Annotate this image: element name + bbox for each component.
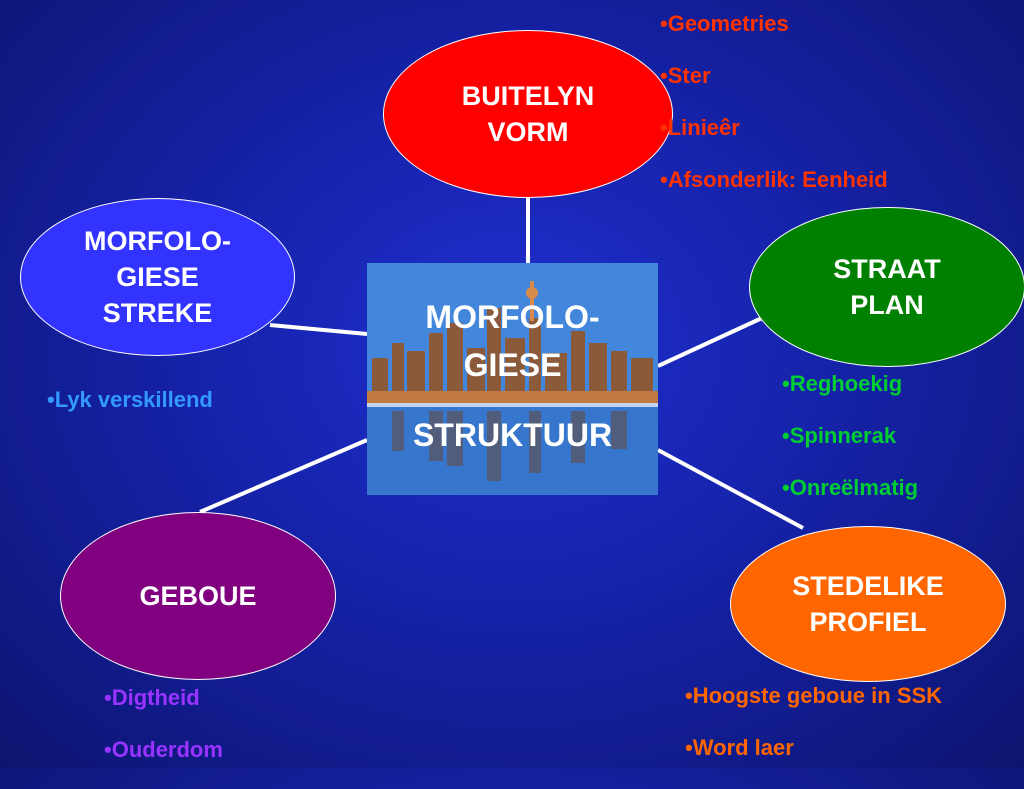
bullets-stedelike-profiel: Hoogste geboue in SSK Word laer: [685, 683, 942, 787]
node-morfologiese-streke-label: MORFOLO- GIESE STREKE: [84, 226, 231, 328]
node-straat-plan-label: STRAAT PLAN: [833, 254, 941, 320]
connector-geboue: [199, 438, 368, 514]
bullet-item: Afsonderlik: Eenheid: [660, 167, 888, 193]
bullet-item: Spinnerak: [782, 423, 918, 449]
node-geboue-label: GEBOUE: [139, 581, 257, 611]
center-title-line1: MORFOLO-: [425, 299, 600, 335]
node-geboue: GEBOUE: [60, 512, 336, 680]
connector-profiel: [657, 448, 804, 530]
bullet-item: Onreëlmatig: [782, 475, 918, 501]
bullet-item: Ouderdom: [104, 737, 223, 763]
bullet-item: Geometries: [660, 11, 888, 37]
connector-streke: [269, 323, 368, 336]
bullets-straat-plan: Reghoekig Spinnerak Onreëlmatig: [782, 371, 918, 527]
node-morfologiese-streke: MORFOLO- GIESE STREKE: [20, 198, 295, 356]
node-buitelyn-vorm: BUITELYN VORM: [383, 30, 673, 198]
bullets-morfologiese-streke: Lyk verskillend: [47, 387, 213, 439]
center-title: MORFOLO- GIESE STRUKTUUR: [367, 263, 658, 495]
center-title-line2: GIESE: [463, 347, 562, 383]
bullet-item: Lyk verskillend: [47, 387, 213, 413]
node-straat-plan: STRAAT PLAN: [749, 207, 1024, 367]
bullet-item: Digtheid: [104, 685, 223, 711]
connector-lines: [0, 0, 1024, 768]
bullet-item: Word laer: [685, 735, 942, 761]
bullet-item: Linieêr: [660, 115, 888, 141]
node-stedelike-profiel: STEDELIKE PROFIEL: [730, 526, 1006, 682]
bullet-item: Ster: [660, 63, 888, 89]
node-stedelike-profiel-label: STEDELIKE PROFIEL: [792, 571, 944, 637]
city-skyline-clipart: [367, 263, 658, 495]
connector-straat: [657, 316, 763, 368]
center-title-line3: STRUKTUUR: [412, 417, 613, 453]
node-buitelyn-vorm-label: BUITELYN VORM: [461, 81, 595, 147]
bullet-item: Hoogste geboue in SSK: [685, 683, 942, 709]
bullet-item: Reghoekig: [782, 371, 918, 397]
bullets-buitelyn-vorm: Geometries Ster Linieêr Afsonderlik: Een…: [660, 11, 888, 219]
bullets-geboue: Digtheid Ouderdom: [104, 685, 223, 789]
center-node-morfologiese-struktuur: MORFOLO- GIESE STRUKTUUR: [367, 263, 658, 495]
